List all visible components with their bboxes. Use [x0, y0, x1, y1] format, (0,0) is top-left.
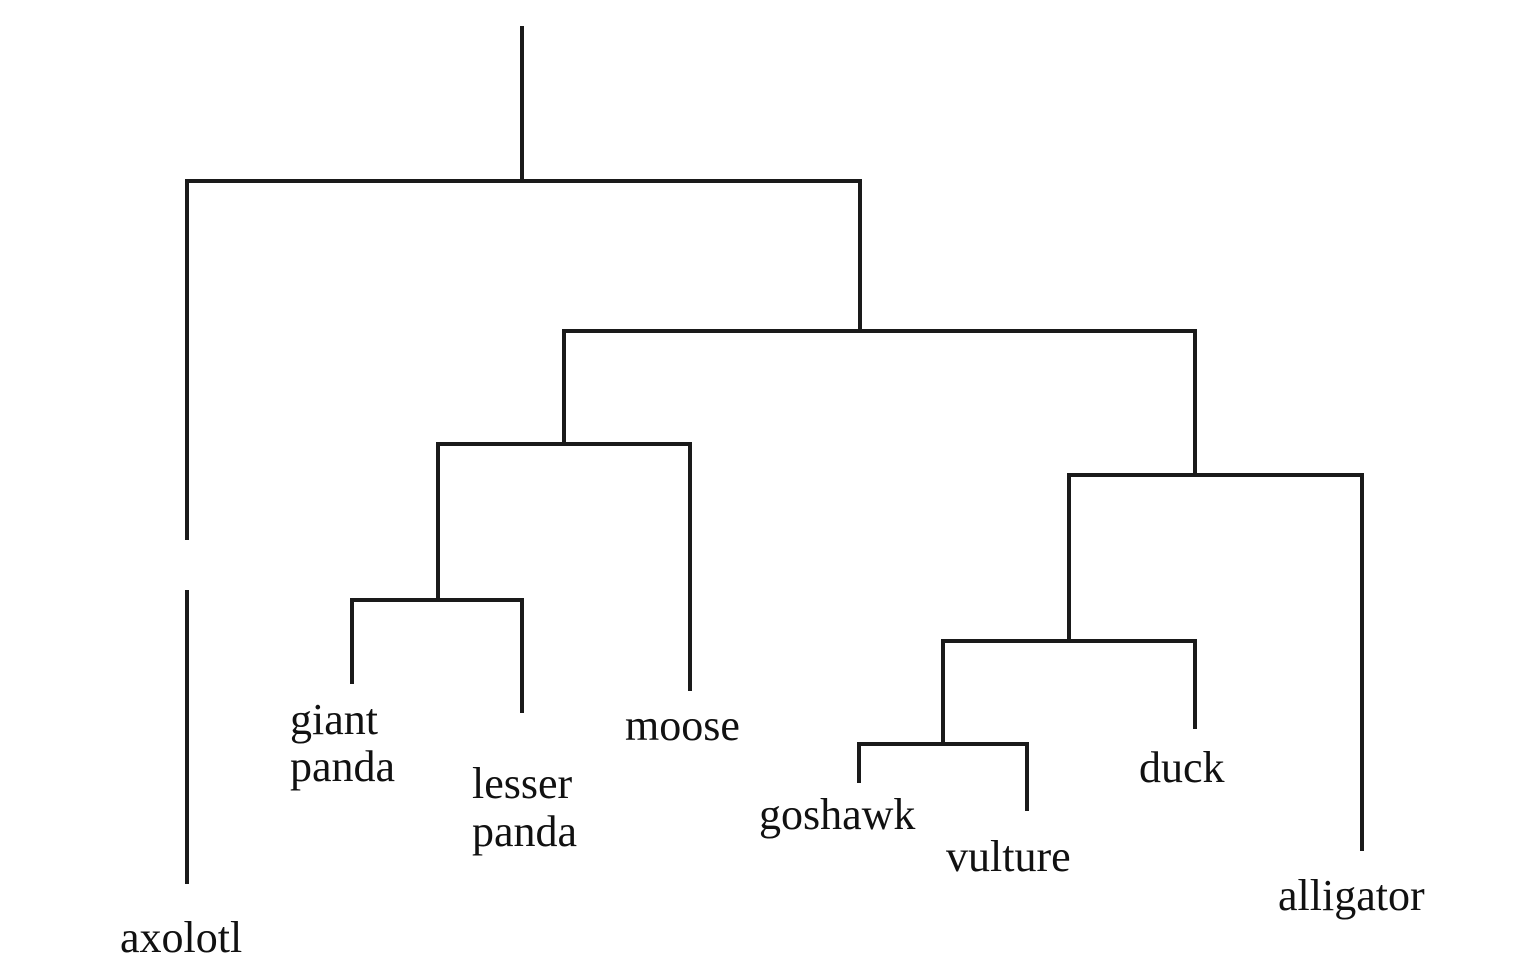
leaf-label-giant-panda-line1: giant	[290, 695, 378, 744]
leaf-label-duck: duck	[1139, 743, 1225, 792]
leaf-label-alligator: alligator	[1278, 871, 1425, 920]
leaf-label-axolotl: axolotl	[120, 913, 242, 956]
leaf-label-vulture: vulture	[946, 832, 1071, 881]
leaf-label-giant-panda-line2: panda	[290, 742, 395, 791]
leaf-label-moose: moose	[625, 701, 740, 750]
leaf-label-lesser-panda-line2: panda	[472, 807, 577, 856]
leaf-label-goshawk: goshawk	[759, 790, 915, 839]
leaf-label-lesser-panda-line1: lesser	[472, 759, 573, 808]
